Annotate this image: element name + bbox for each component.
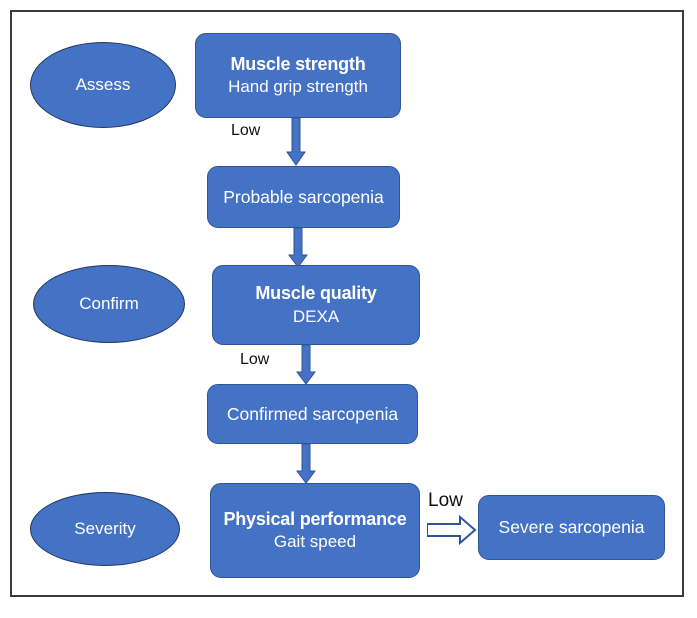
node-muscle-strength-subtitle: Hand grip strength bbox=[228, 77, 368, 97]
node-muscle-quality: Muscle quality DEXA bbox=[212, 265, 420, 345]
arrow-right-physical-to-severe bbox=[427, 515, 477, 545]
stage-label-severity: Severity bbox=[74, 518, 136, 538]
node-muscle-strength: Muscle strength Hand grip strength bbox=[195, 33, 401, 118]
arrow-down-confirmed-to-physical bbox=[296, 444, 316, 484]
node-severe-sarcopenia-title: Severe sarcopenia bbox=[498, 517, 645, 538]
arrow-down-quality-to-confirmed bbox=[296, 345, 316, 385]
node-muscle-quality-subtitle: DEXA bbox=[292, 306, 340, 326]
stage-ellipse-severity: Severity bbox=[30, 492, 180, 566]
node-confirmed-sarcopenia-title: Confirmed sarcopenia bbox=[226, 403, 399, 424]
node-physical-performance: Physical performance Gait speed bbox=[210, 483, 420, 578]
stage-label-assess: Assess bbox=[75, 74, 131, 94]
node-confirmed-sarcopenia: Confirmed sarcopenia bbox=[207, 384, 418, 444]
stage-ellipse-assess: Assess bbox=[30, 42, 176, 128]
stage-label-confirm: Confirm bbox=[79, 293, 139, 313]
node-probable-sarcopenia: Probable sarcopenia bbox=[207, 166, 400, 228]
node-probable-sarcopenia-title: Probable sarcopenia bbox=[223, 186, 384, 207]
edge-label-strength-to-probable: Low bbox=[231, 122, 261, 139]
node-severe-sarcopenia: Severe sarcopenia bbox=[478, 495, 665, 560]
node-physical-performance-subtitle: Gait speed bbox=[273, 532, 357, 552]
stage-ellipse-confirm: Confirm bbox=[33, 265, 185, 343]
edge-label-quality-to-confirmed: Low bbox=[240, 351, 270, 368]
node-muscle-strength-title: Muscle strength bbox=[230, 53, 366, 74]
arrow-down-probable-to-quality bbox=[288, 228, 308, 268]
edge-label-physical-to-severe: Low bbox=[428, 490, 463, 511]
arrow-down-strength-to-probable bbox=[286, 118, 306, 166]
node-physical-performance-title: Physical performance bbox=[223, 508, 407, 529]
node-muscle-quality-title: Muscle quality bbox=[255, 283, 377, 304]
